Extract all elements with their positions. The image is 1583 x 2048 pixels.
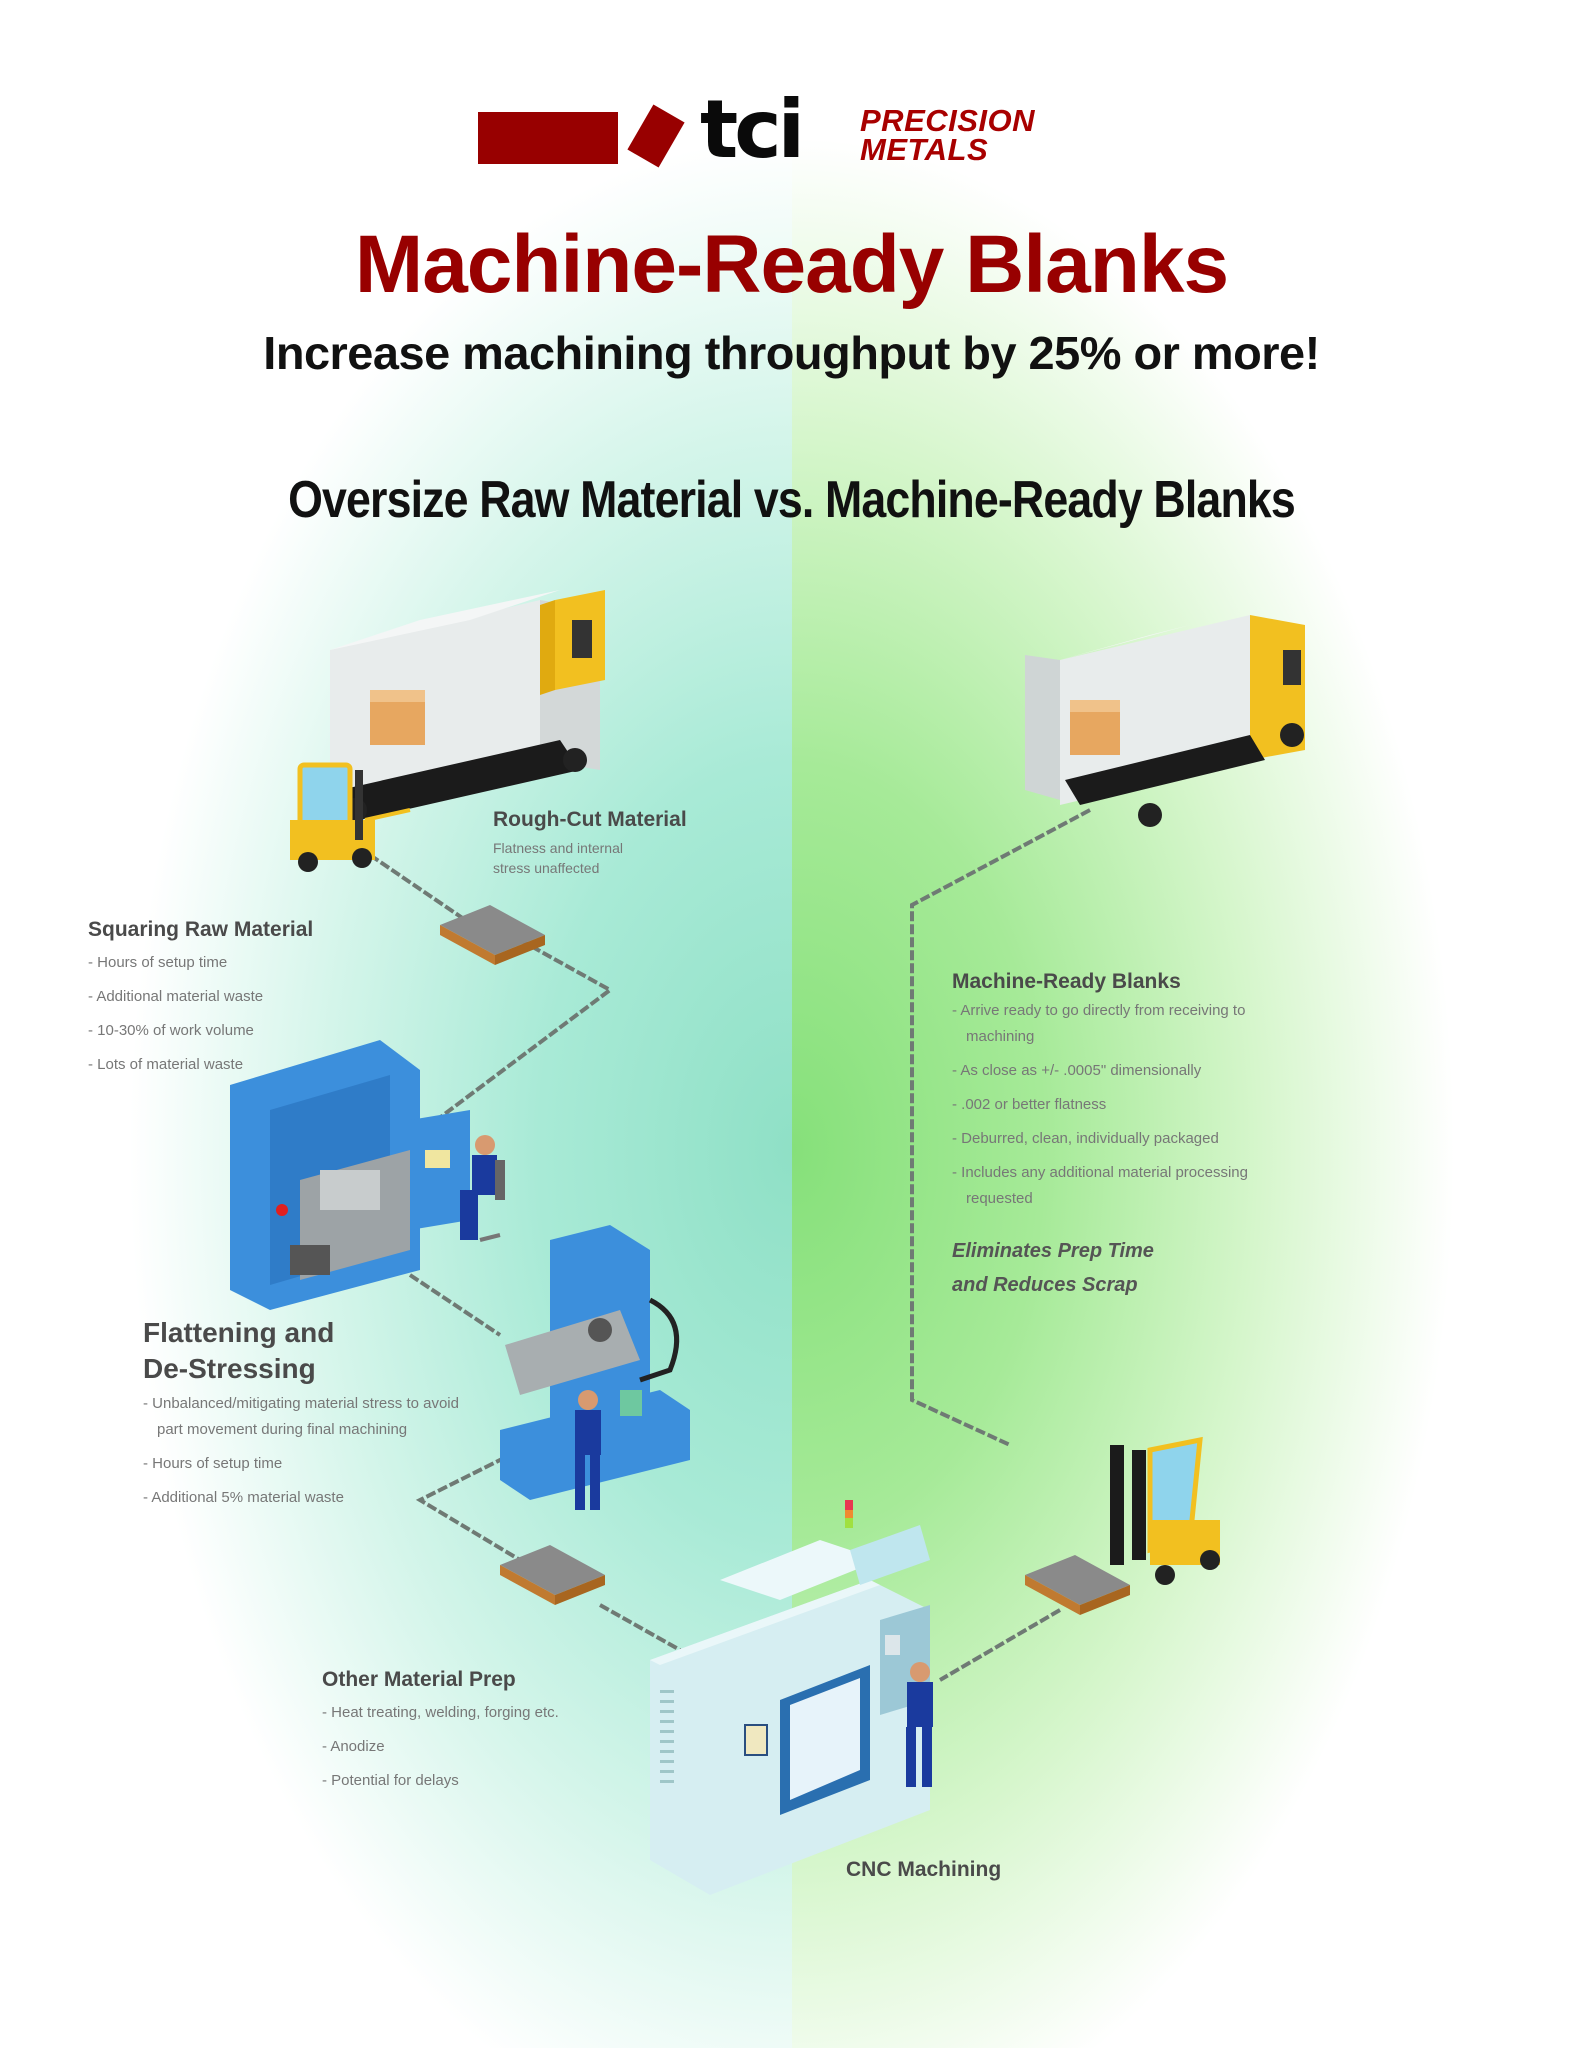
pallet-icon-1 bbox=[440, 905, 545, 965]
bullet: - 10-30% of work volume bbox=[88, 1022, 254, 1039]
logo-mark: tci bbox=[700, 83, 805, 176]
step-bullets: - Hours of setup time - Additional mater… bbox=[88, 946, 428, 1082]
comparison-title: Oversize Raw Material vs. Machine-Ready … bbox=[288, 471, 1296, 529]
step-title: Flattening and De-Stressing bbox=[143, 1317, 335, 1384]
bullet: - Additional 5% material waste bbox=[143, 1489, 344, 1506]
pallet-icon-2 bbox=[500, 1545, 605, 1605]
forklift-icon-left bbox=[290, 762, 411, 872]
forklift-icon-right bbox=[1110, 1436, 1220, 1585]
delivery-truck-icon-left bbox=[330, 590, 605, 822]
step-bullets: - Arrive ready to go directly from recei… bbox=[952, 998, 1312, 1212]
benefit-callout: Eliminates Prep Time and Reduces Scrap bbox=[952, 1234, 1312, 1302]
bullet: - Anodize bbox=[322, 1738, 385, 1755]
page-title: Machine-Ready Blanks bbox=[354, 219, 1229, 310]
logo-red-bar bbox=[478, 112, 618, 164]
saw-machine-icon bbox=[230, 1040, 470, 1310]
step-machine-ready: Machine-Ready Blanks - Arrive ready to g… bbox=[952, 970, 1312, 1302]
step-title: CNC Machining bbox=[846, 1858, 1002, 1881]
step-rough-cut: Rough-Cut Material Flatness and internal… bbox=[493, 808, 687, 878]
step-cnc-machining: CNC Machining bbox=[846, 1858, 1001, 1882]
logo-line-2: METALS bbox=[860, 132, 989, 167]
operator-icon-cnc bbox=[906, 1662, 933, 1787]
step-other-prep: Other Material Prep - Heat treating, wel… bbox=[322, 1668, 652, 1798]
benefit-line-1: Eliminates Prep Time bbox=[952, 1240, 1154, 1262]
delivery-truck-icon-right bbox=[1025, 605, 1305, 827]
bullet: - Potential for delays bbox=[322, 1772, 459, 1789]
bullet: - As close as +/- .0005" dimensionally bbox=[952, 1062, 1202, 1079]
logo-wordmark: PRECISION METALS bbox=[860, 103, 1036, 167]
step-title: Other Material Prep bbox=[322, 1668, 516, 1691]
logo-line-1: PRECISION bbox=[860, 103, 1036, 138]
bullet: - Heat treating, welding, forging etc. bbox=[322, 1704, 559, 1721]
bullet: - Arrive ready to go directly from recei… bbox=[952, 1002, 1246, 1045]
benefit-line-2: and Reduces Scrap bbox=[952, 1274, 1138, 1296]
page-subtitle: Increase machining throughput by 25% or … bbox=[263, 327, 1320, 379]
bullet: - Hours of setup time bbox=[143, 1455, 283, 1472]
bullet: - Hours of setup time bbox=[88, 954, 228, 971]
bullet: - Deburred, clean, individually packaged bbox=[952, 1130, 1219, 1147]
step-title: Squaring Raw Material bbox=[88, 918, 314, 941]
bullet: - Unbalanced/mitigating material stress … bbox=[143, 1395, 459, 1438]
operator-icon-seated bbox=[460, 1135, 505, 1242]
bullet: - Lots of material waste bbox=[88, 1056, 244, 1073]
step-flattening: Flattening and De-Stressing - Unbalanced… bbox=[143, 1315, 463, 1515]
company-logo: tci PRECISION METALS bbox=[478, 90, 1118, 180]
step-squaring: Squaring Raw Material - Hours of setup t… bbox=[88, 918, 428, 1082]
pallet-icon-3 bbox=[1025, 1555, 1130, 1615]
bullet: - Additional material waste bbox=[88, 988, 264, 1005]
operator-icon-standing bbox=[575, 1390, 601, 1510]
step-bullets: - Unbalanced/mitigating material stress … bbox=[143, 1391, 463, 1515]
cnc-machine-icon bbox=[650, 1500, 930, 1895]
bullet: - Includes any additional material proce… bbox=[952, 1164, 1248, 1207]
bullet: - .002 or better flatness bbox=[952, 1096, 1107, 1113]
step-description: Flatness and internal stress unaffected bbox=[493, 840, 623, 876]
step-title: Machine-Ready Blanks bbox=[952, 970, 1181, 993]
step-bullets: - Heat treating, welding, forging etc. -… bbox=[322, 1696, 652, 1798]
step-title: Rough-Cut Material bbox=[493, 808, 687, 831]
